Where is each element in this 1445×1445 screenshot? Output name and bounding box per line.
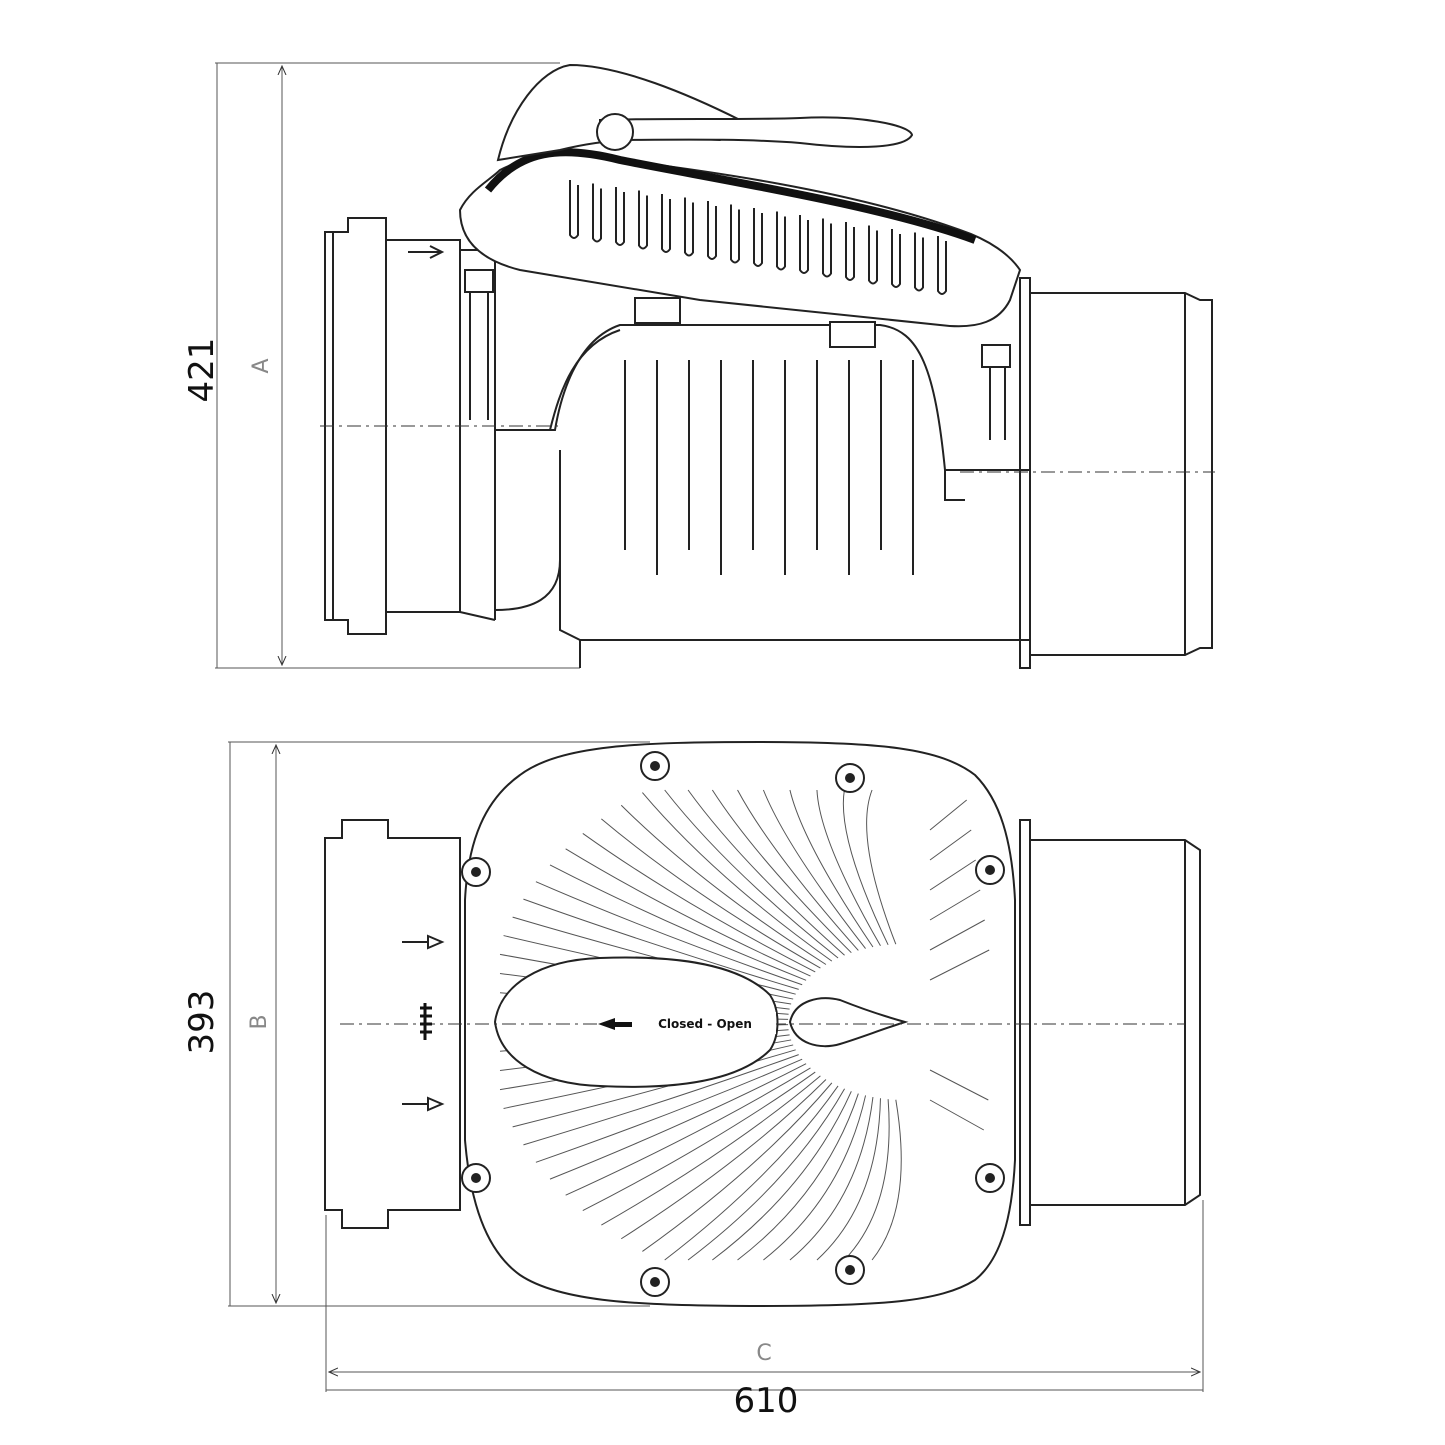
plan-view: 393 B Closed - Open: [182, 740, 1201, 1308]
fin: [929, 829, 972, 861]
dimension-value-610: 610: [734, 1381, 799, 1421]
fin: [523, 1054, 799, 1146]
fin: [707, 201, 717, 260]
bolt-center: [650, 761, 660, 771]
fin: [642, 1082, 833, 1252]
bolt-icon: [829, 321, 876, 348]
fin: [929, 949, 990, 981]
dimension-value-421: 421: [182, 338, 222, 403]
fin: [868, 225, 878, 285]
body-fins: [624, 360, 914, 575]
bolt-center: [471, 1173, 481, 1183]
bolt-icon: [634, 297, 681, 324]
fin: [601, 1075, 821, 1226]
fin: [914, 232, 924, 292]
fin: [891, 229, 901, 288]
flow-marker-icon: [420, 1003, 432, 1040]
fin: [737, 789, 859, 951]
fin: [929, 919, 985, 951]
dimension-c: C 610: [325, 1200, 1204, 1421]
latch-icon: [464, 269, 494, 293]
fin: [512, 1049, 796, 1128]
bolt-center: [985, 1173, 995, 1183]
fin: [661, 194, 671, 253]
fin: [601, 818, 821, 969]
bolt-center: [650, 1277, 660, 1287]
fin: [842, 789, 889, 946]
fin: [565, 1067, 811, 1196]
fin: [866, 789, 897, 945]
flow-arrow-icon: [402, 1096, 445, 1112]
fin: [664, 1085, 839, 1261]
fin: [549, 864, 807, 981]
fin: [684, 197, 694, 257]
fin: [753, 208, 763, 267]
fin: [822, 218, 832, 278]
fin: [929, 859, 976, 891]
valve-body: [494, 324, 1030, 668]
fin: [620, 804, 827, 965]
bolt-center: [985, 865, 995, 875]
fin: [737, 1093, 859, 1261]
fin: [549, 1063, 807, 1180]
fin: [535, 881, 803, 986]
fin: [730, 204, 740, 264]
fin: [789, 1096, 874, 1261]
side-elevation-view: 421 A: [182, 62, 1215, 669]
fin: [620, 1079, 827, 1240]
fin: [582, 833, 816, 973]
dimension-label-c: C: [756, 1341, 771, 1366]
cover-bolts: [461, 751, 1005, 1297]
closed-open-label: Closed - Open: [658, 1017, 752, 1031]
fin: [523, 898, 799, 990]
dimension-b: 393 B: [182, 741, 650, 1307]
fin: [789, 789, 874, 948]
latch-icon: [981, 344, 1011, 368]
cover-fins: [569, 180, 947, 295]
fin: [535, 1058, 803, 1163]
fin: [664, 789, 839, 959]
fin: [592, 183, 602, 243]
outlet-spigot: [1019, 277, 1213, 669]
fin: [687, 1088, 846, 1261]
fin: [565, 848, 811, 977]
flow-arrow-icon: [402, 934, 445, 950]
fin: [762, 789, 866, 949]
fin: [929, 889, 981, 921]
arrow-left-icon: [598, 1018, 632, 1030]
fin: [937, 236, 947, 295]
dimension-label-a: A: [249, 358, 274, 373]
fin: [816, 1098, 881, 1261]
dimension-value-393: 393: [182, 990, 222, 1055]
fin: [711, 789, 852, 954]
lever-handle[interactable]: [496, 63, 914, 162]
fin: [642, 792, 833, 962]
fin: [712, 1091, 852, 1261]
bolt-center: [845, 1265, 855, 1275]
fin: [844, 1099, 890, 1261]
fin: [871, 1099, 902, 1261]
dimension-a: 421 A: [182, 62, 580, 669]
fin: [776, 211, 786, 271]
fin: [763, 1095, 867, 1261]
fin: [929, 1069, 989, 1101]
bolt-center: [845, 773, 855, 783]
fin: [845, 222, 855, 281]
fin: [615, 187, 625, 246]
fin: [799, 215, 809, 274]
fin: [638, 190, 648, 250]
fin: [687, 789, 845, 956]
bolt-center: [471, 867, 481, 877]
dimension-label-b: B: [247, 1014, 272, 1029]
fin: [929, 799, 968, 831]
fin: [816, 789, 881, 946]
fin: [569, 180, 579, 239]
fin: [929, 1099, 985, 1131]
fin: [582, 1071, 816, 1212]
